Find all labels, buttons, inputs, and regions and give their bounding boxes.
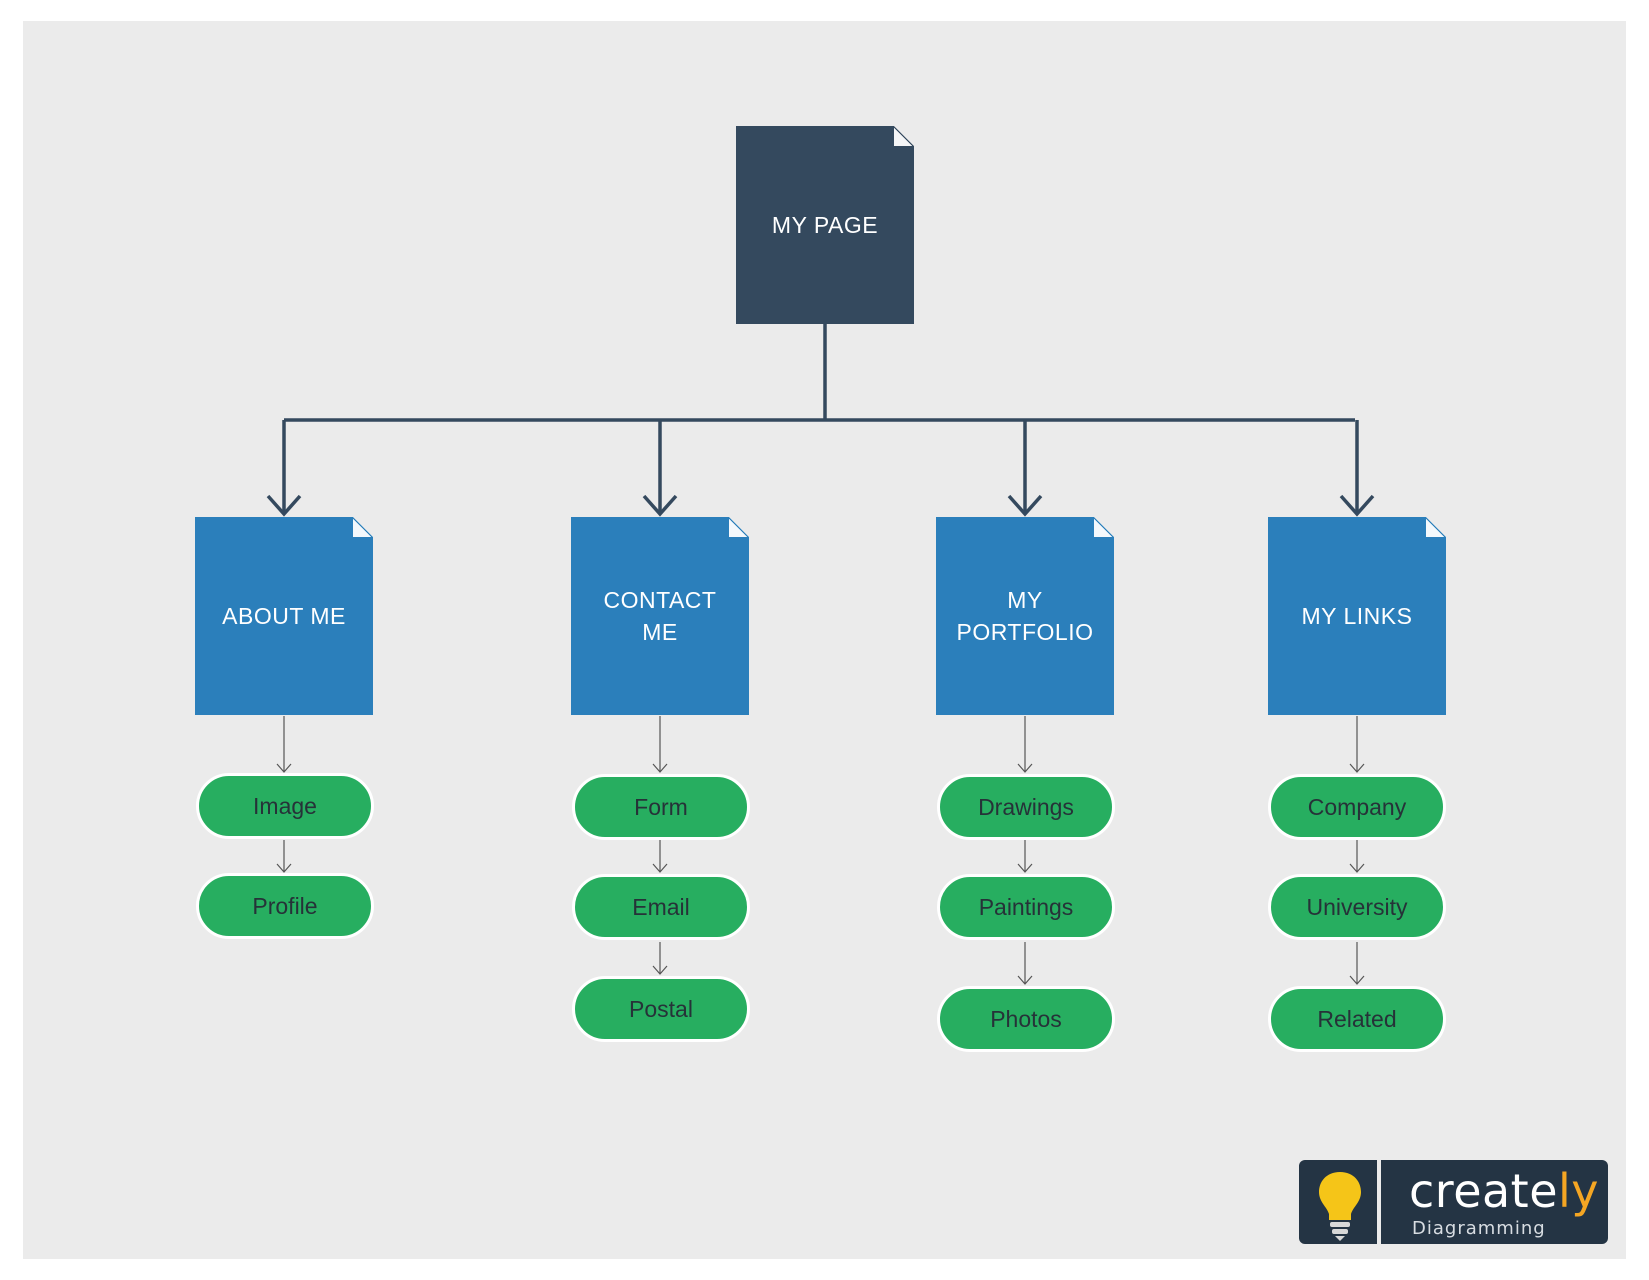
root-node-my-page[interactable]: MY PAGE xyxy=(736,126,914,324)
leaf-node-photos[interactable]: Photos xyxy=(937,986,1115,1052)
leaf-node-image[interactable]: Image xyxy=(196,773,374,839)
category-node-about-me[interactable]: ABOUT ME xyxy=(195,517,373,715)
leaf-node-form[interactable]: Form xyxy=(572,774,750,840)
creately-logo[interactable]: creately Diagramming xyxy=(1299,1160,1608,1244)
logo-wordmark: creately xyxy=(1409,1164,1600,1218)
node-label: ABOUT ME xyxy=(222,603,346,629)
leaf-node-paintings[interactable]: Paintings xyxy=(937,874,1115,940)
node-label: MY LINKS xyxy=(1301,603,1413,629)
leaf-node-email[interactable]: Email xyxy=(572,874,750,940)
logo-tagline: Diagramming xyxy=(1412,1218,1546,1239)
leaf-node-related[interactable]: Related xyxy=(1268,986,1446,1052)
leaf-node-university[interactable]: University xyxy=(1268,874,1446,940)
node-label: MY PORTFOLIO xyxy=(956,587,1094,645)
logo-icon-box xyxy=(1299,1160,1381,1244)
category-node-my-portfolio[interactable]: MY PORTFOLIO xyxy=(936,517,1114,715)
leaf-node-drawings[interactable]: Drawings xyxy=(937,774,1115,840)
leaf-node-profile[interactable]: Profile xyxy=(196,873,374,939)
node-label: CONTACT ME xyxy=(603,587,717,645)
leaf-node-company[interactable]: Company xyxy=(1268,774,1446,840)
node-label: MY PAGE xyxy=(771,212,879,238)
category-node-my-links[interactable]: MY LINKS xyxy=(1268,517,1446,715)
lightbulb-icon xyxy=(1319,1172,1361,1241)
category-node-contact-me[interactable]: CONTACT ME xyxy=(571,517,749,715)
leaf-node-postal[interactable]: Postal xyxy=(572,976,750,1042)
